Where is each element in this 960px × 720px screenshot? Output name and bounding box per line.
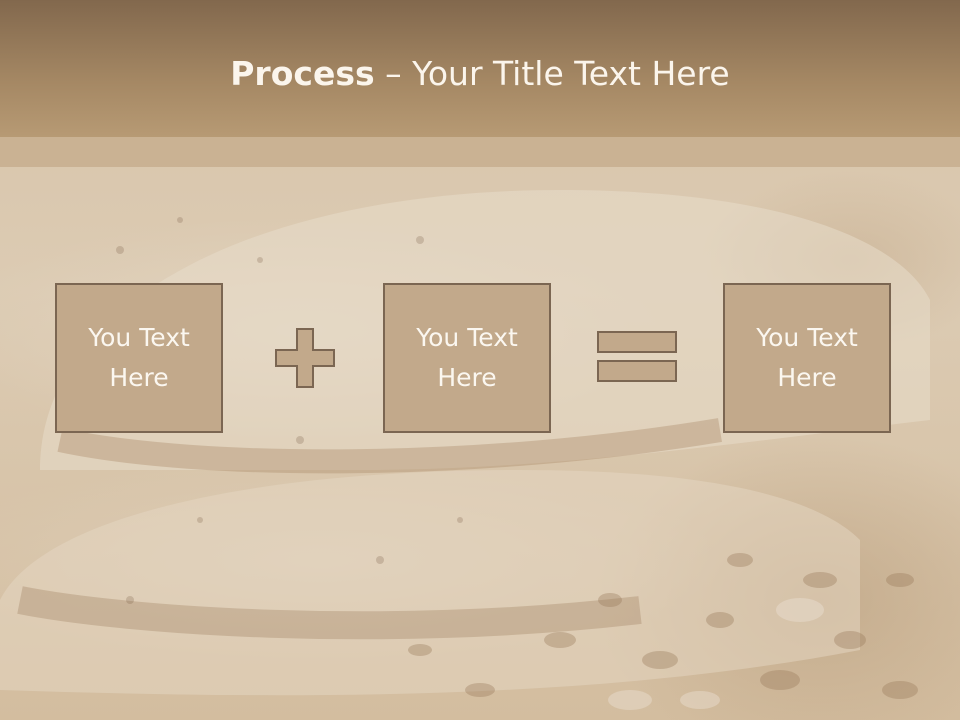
equals-icon — [597, 331, 677, 382]
box-line-1: You Text — [88, 323, 190, 352]
box-line-2: Here — [437, 363, 497, 392]
plus-icon — [275, 328, 335, 388]
box-line-1: You Text — [756, 323, 858, 352]
title-bold: Process — [230, 54, 375, 93]
box-line-1: You Text — [416, 323, 518, 352]
title-bar — [0, 0, 960, 137]
box-line-2: Here — [109, 363, 169, 392]
box-line-2: Here — [777, 363, 837, 392]
title-separator: – — [374, 54, 413, 93]
slide-title[interactable]: Process – Your Title Text Here — [0, 52, 960, 96]
title-text: Your Title Text Here — [412, 54, 730, 93]
title-bar-band — [0, 137, 960, 167]
